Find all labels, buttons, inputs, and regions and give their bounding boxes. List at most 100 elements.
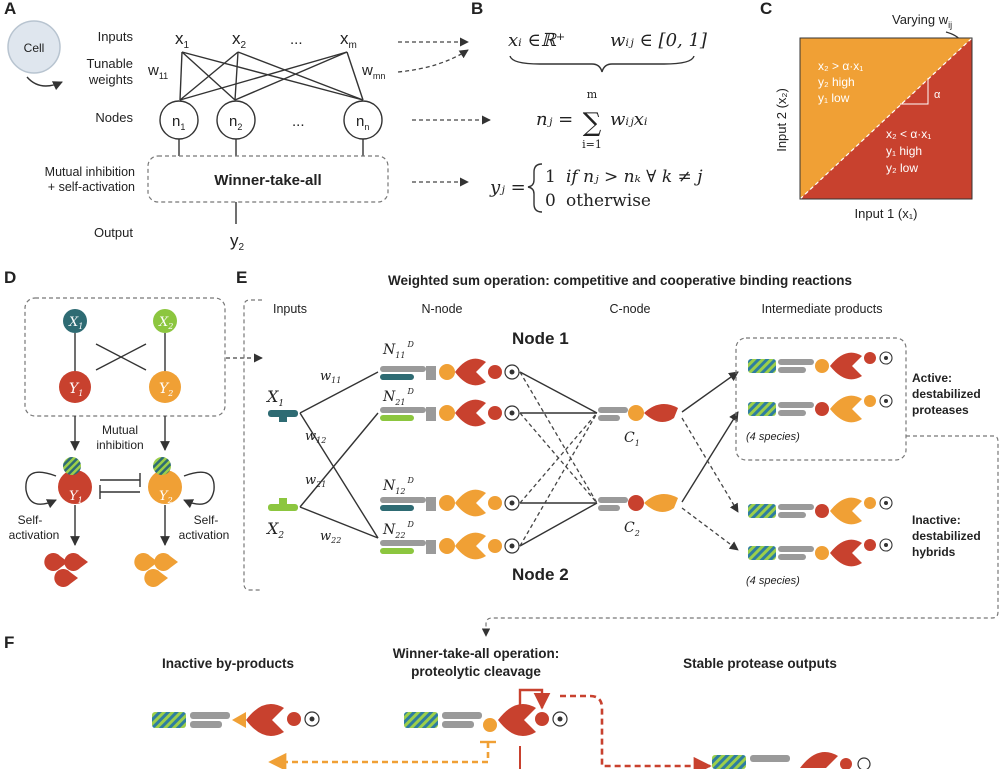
weight-w11: w11 [147,62,168,81]
label-weights: weights [88,72,134,87]
panel-label-b: B [471,0,483,18]
lower-y2-low: y₂ low [886,161,918,175]
d-protease-right-1 [134,553,158,571]
e-col-cnode: C-node [610,302,651,316]
panel-label-f: F [4,633,14,652]
e-n11-label: N11D [382,340,414,360]
e-input-x1-shape [268,410,298,417]
d-node-y2 [149,371,181,403]
e-active-2: destabilized [912,387,981,401]
eq-sum-top: m [587,88,598,101]
f-arrow-to-stable [560,694,712,769]
e-inactive-product-2 [748,538,893,567]
d-node-x2 [153,309,177,333]
eq-wij-domain: wᵢⱼ ∈ [0, 1] [610,30,708,51]
e-input-x2-shape [268,504,298,511]
alpha-angle [900,78,929,105]
y-axis-label: Input 2 (x₂) [774,88,789,152]
d-mutual-label-1: Mutual [102,423,138,437]
diagonal-boundary [799,37,973,200]
arrow-weights-to-b [397,49,469,73]
e-input-x2: X2 [265,519,284,541]
e-arrow-c2-inactive [681,507,739,551]
d-bound-y1-label: Y1 [69,489,83,505]
wta-label: Winner-take-all [214,172,321,189]
d-y2-label: Y2 [159,381,173,398]
d-self-loop-right [183,471,215,509]
alpha-label: α [934,89,941,101]
panel-e: E Weighted sum operation: competitive an… [236,268,999,637]
input-dots: ... [290,31,303,48]
f-byproducts-title: Inactive by-products [162,656,294,671]
e-node2-label: Node 2 [512,565,569,584]
e-col-nnode: N-node [422,302,463,316]
d-protease-right-3 [144,569,168,587]
e-active-product-2 [748,394,893,423]
f-cleavage-construct [404,704,568,736]
varying-label: Varying wij [892,12,952,30]
input-x1: x1 [175,29,190,51]
f-wta-title-1: Winner-take-all operation: [393,646,559,661]
e-n11-construct: N11D [380,340,520,386]
d-bound-y2-label: Y2 [159,489,173,505]
x-axis-label: Input 1 (x₁) [855,206,918,221]
e-inactive-1: Inactive: [912,513,961,527]
label-tunable: Tunable [87,56,134,71]
e-n21-construct: N21D [380,387,520,427]
panel-a: A Cell Inputs Tunable weights Nodes Mutu… [4,0,491,253]
e-col-interm: Intermediate products [762,302,883,316]
lower-cond: x₂ < α·x₁ [886,127,931,141]
panel-f: F Inactive by-products Winner-take-all o… [4,633,871,769]
cell-circle [7,20,61,74]
d-self-label-right-2: activation [179,528,230,542]
e-w11: w11 [320,369,341,385]
panel-label-e: E [236,268,247,287]
e-inactive-2: destabilized [912,529,981,543]
panel-label-c: C [760,0,772,18]
d-protease-right-2 [154,553,178,571]
e-frame-left [243,299,262,591]
d-protease-left-1 [44,553,68,571]
e-w21: w21 [305,473,326,489]
upper-y2-high: y₂ high [818,75,855,89]
f-arrow-to-byproduct [268,742,490,769]
d-protease-left-3 [54,569,78,588]
d-bound-x1 [63,457,81,475]
panel-label-a: A [4,0,16,18]
brace [509,55,695,73]
e-active-box [735,337,907,461]
e-arrow-c2-active [681,411,739,503]
eq-sum-bottom: i=1 [582,138,602,151]
wta-box [147,155,389,203]
eq-sum-sign: ∑ [583,108,602,138]
weight-wmn: wmn [361,62,385,81]
d-self-loop-left [25,471,57,509]
d-bound-y2 [148,470,182,504]
e-weight-lines [299,371,379,539]
e-input-x1-stem [279,417,287,422]
e-title: Weighted sum operation: competitive and … [388,273,852,288]
cell-arrow [26,76,63,91]
e-to-f-connector [481,435,999,637]
input-x2: x2 [232,29,247,51]
d-y1-label: Y1 [69,381,83,398]
node-n1-label: n1 [172,113,185,132]
d-x1-label: X1 [68,315,83,331]
upper-cond: x₂ > α·x₁ [818,59,863,73]
e-n22-construct: N22D [380,520,520,560]
d-network-box [24,297,226,417]
eq-xi-domain: xᵢ ∈ℝ⁺ [508,30,565,51]
eq-nj-lhs: nⱼ = [536,109,573,130]
output-y2: y2 [230,231,245,253]
d-link-x2-y1 [95,343,147,371]
e-input-x1: X1 [265,387,284,409]
f-wta-title-2: proteolytic cleavage [411,664,541,679]
e-active-1: Active: [912,371,952,385]
d-self-label-left-2: activation [9,528,60,542]
plot-frame [799,37,973,200]
panel-c: C Varying wij α x₂ > α·x₁ y₂ high y₁ low… [760,0,973,221]
f-cleavage-loop [518,688,551,710]
e-inactive-product-1 [748,496,893,525]
panel-d: D X1 X2 Y1 Y2 Mutual inhibition Y1 Y2 [4,268,263,588]
